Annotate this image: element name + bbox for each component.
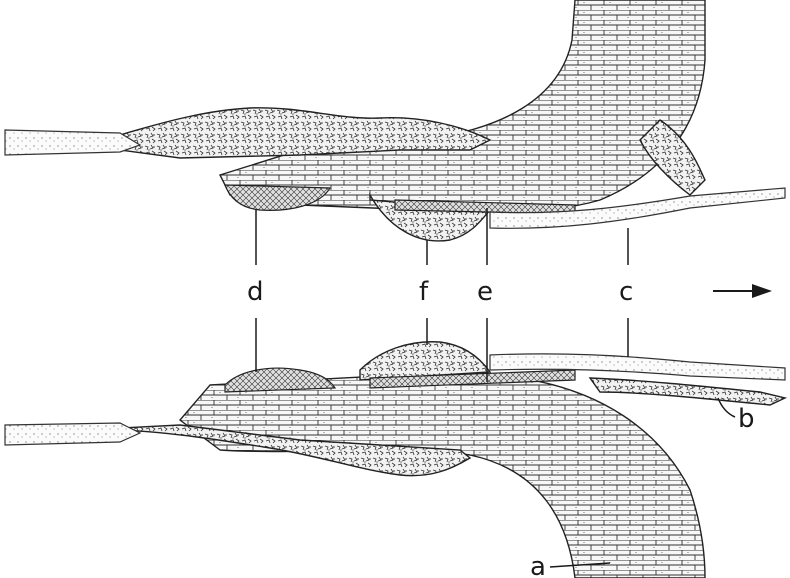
- upper-section: [5, 0, 785, 241]
- lower-section: [5, 342, 785, 578]
- label-a: a: [530, 552, 546, 578]
- lower-outer-margin: [590, 378, 785, 405]
- label-d: d: [247, 277, 264, 307]
- lower-root-cell-body: [180, 375, 705, 578]
- label-b: b: [738, 404, 755, 434]
- label-e: e: [477, 277, 493, 307]
- lower-d-layer: [225, 368, 335, 392]
- label-f: f: [419, 277, 429, 307]
- upper-root-cell-body: [220, 0, 705, 212]
- upper-left-strand: [5, 130, 140, 155]
- arrow-right-icon: [713, 284, 772, 298]
- label-c: c: [619, 277, 633, 307]
- lower-left-strand: [5, 423, 140, 445]
- upper-d-layer: [225, 185, 330, 210]
- upper-cortex-bulge: [120, 108, 490, 158]
